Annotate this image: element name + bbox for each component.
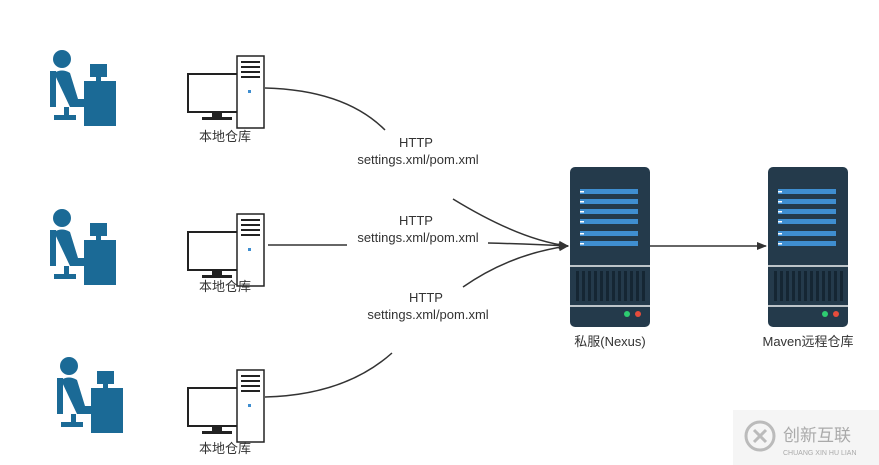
nexus-server-icon xyxy=(570,167,650,327)
local-repo-1-label: 本地仓库 xyxy=(199,129,251,144)
connection-1-line-b xyxy=(452,198,569,249)
connection-2-config: settings.xml/pom.xml xyxy=(357,230,478,245)
watermark-cn-text: 创新互联 xyxy=(783,426,851,445)
watermark-logo-icon xyxy=(744,420,776,452)
local-repo-3-icon xyxy=(187,369,265,443)
local-repo-2-label: 本地仓库 xyxy=(199,279,251,294)
connection-3-protocol: HTTP xyxy=(409,290,443,305)
connection-3-config: settings.xml/pom.xml xyxy=(367,307,488,322)
maven-remote-label: Maven远程仓库 xyxy=(762,334,853,349)
connection-2-protocol: HTTP xyxy=(399,213,433,228)
watermark: 创新互联 CHUANG XIN HU LIAN xyxy=(733,410,879,465)
connection-3-line-b xyxy=(462,243,569,288)
connection-1-line-a xyxy=(264,87,386,131)
local-repo-1-icon xyxy=(187,55,265,129)
watermark-logo-mark xyxy=(752,428,768,444)
nexus-server-label: 私服(Nexus) xyxy=(574,334,646,349)
developer-2-icon xyxy=(50,209,116,285)
connection-1-config: settings.xml/pom.xml xyxy=(357,152,478,167)
connection-1-protocol: HTTP xyxy=(399,135,433,150)
connection-3-line-a xyxy=(264,352,393,398)
local-repo-2-icon xyxy=(187,213,265,287)
developer-3-icon xyxy=(57,357,123,433)
watermark-en-text: CHUANG XIN HU LIAN xyxy=(783,450,857,457)
maven-remote-server-icon xyxy=(768,167,848,327)
local-repo-3-label: 本地仓库 xyxy=(199,441,251,456)
developer-1-icon xyxy=(50,50,116,126)
